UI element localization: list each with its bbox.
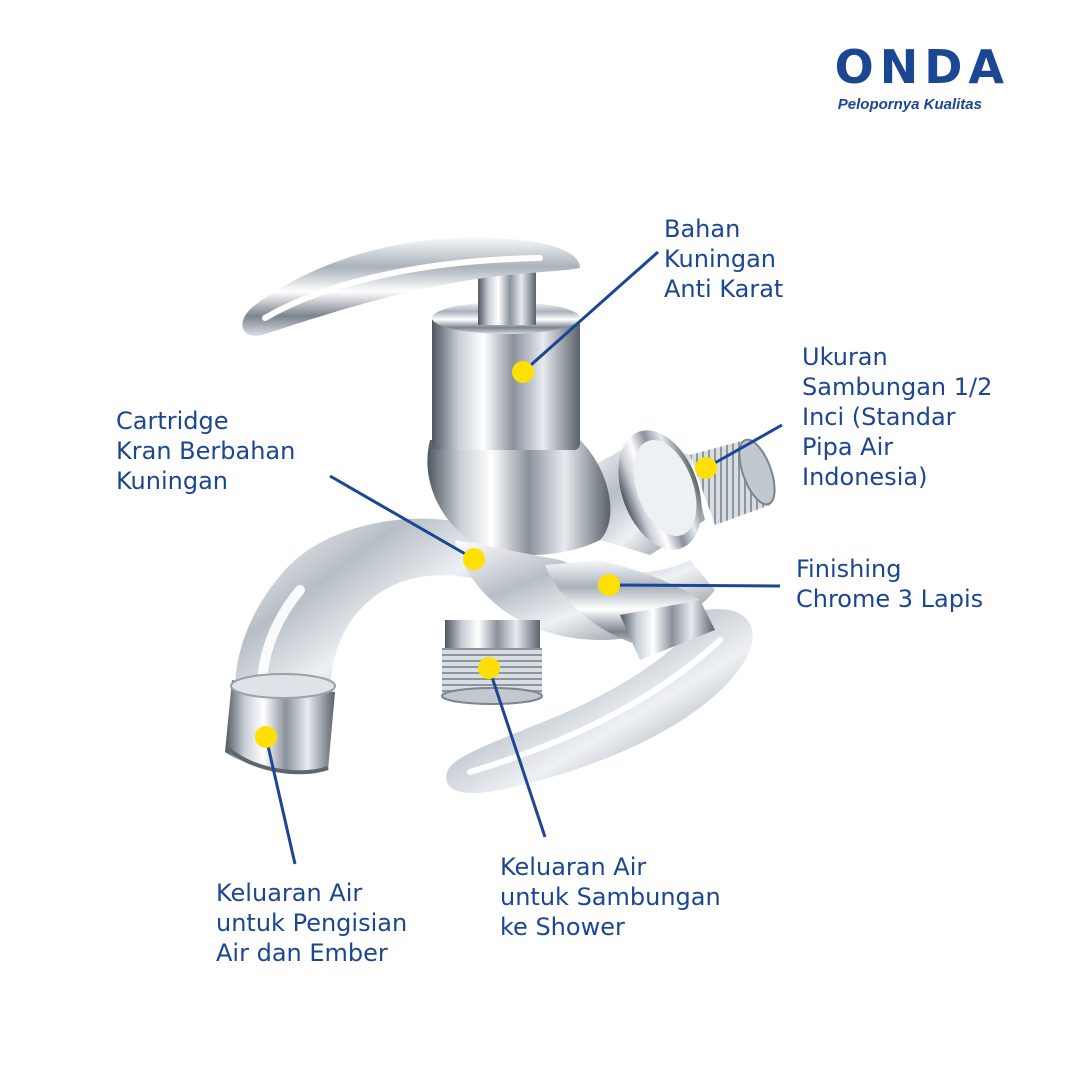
marker-dot-outlet-bucket [255,726,277,748]
marker-dot-connection-size [695,457,717,479]
cartridge-housing [432,270,580,450]
leader-line-outlet-bucket [264,736,297,865]
callout-label-connection-size: Ukuran Sambungan 1/2 Inci (Standar Pipa … [802,343,993,491]
marker-dot-finishing [598,574,620,596]
leader-line-cartridge [329,474,475,561]
callout-label-outlet-shower: Keluaran Air untuk Sambungan ke Shower [500,853,721,941]
brand-tagline: Pelopornya Kualitas [837,96,982,113]
callout-label-material: Bahan Kuningan Anti Karat [664,215,784,303]
brand-name: ONDA [834,40,1010,94]
faucet-icon [225,237,776,794]
marker-dot-material [512,361,534,383]
lower-lever-handle [446,600,753,794]
callout-label-finishing: Finishing Chrome 3 Lapis [796,555,984,613]
leader-line-connection-size [705,423,783,470]
top-lever-handle [242,237,580,336]
brand-logo: ONDA Pelopornya Kualitas [710,44,1010,113]
marker-dot-cartridge [463,548,485,570]
leader-line-outlet-shower [487,667,547,838]
callout-label-cartridge: Cartridge Kran Berbahan Kuningan [116,407,296,495]
callout-label-outlet-bucket: Keluaran Air untuk Pengisian Air dan Emb… [216,879,408,967]
leader-line-material [522,250,659,374]
leader-line-finishing [608,583,781,588]
callout-layer [255,250,783,865]
main-spout [225,518,480,775]
marker-dot-outlet-shower [478,657,500,679]
